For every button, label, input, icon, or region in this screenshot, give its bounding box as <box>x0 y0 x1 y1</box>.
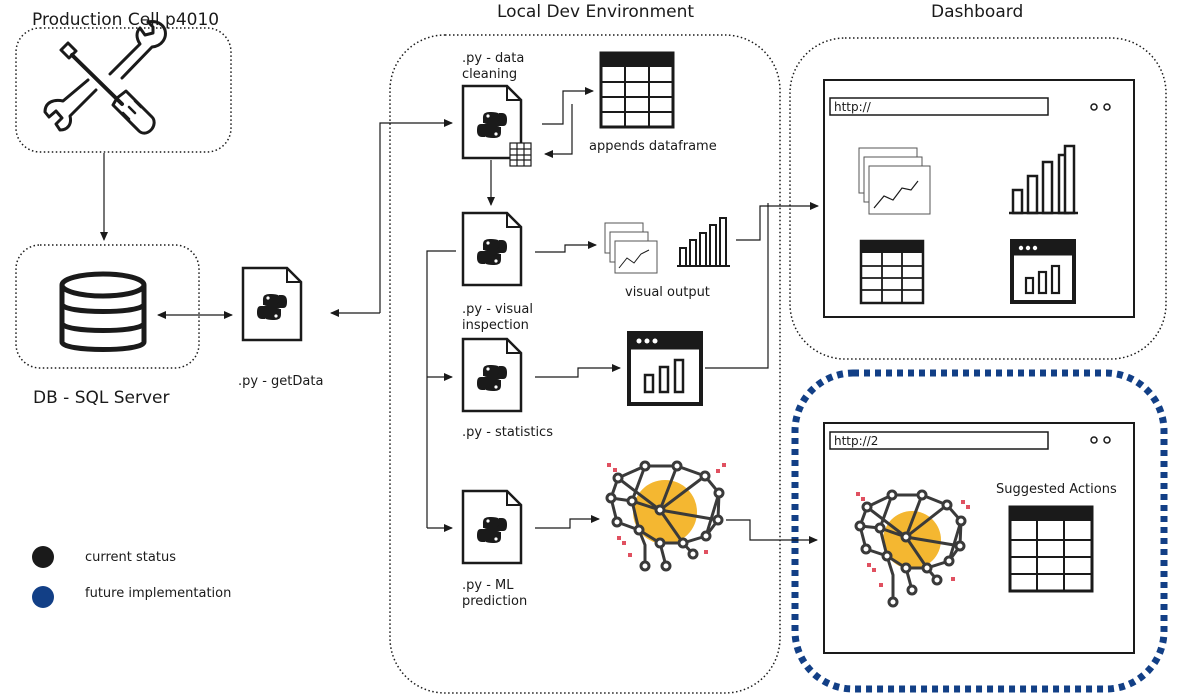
legend-future-label: future implementation <box>85 586 232 601</box>
future-dashboard-box <box>791 369 1168 693</box>
future-browser-window <box>823 422 1135 654</box>
statistics-window-icon <box>627 331 703 406</box>
visual-output-label: visual output <box>625 285 710 300</box>
dashboard-title: Dashboard <box>931 2 1024 22</box>
dashboard-box <box>789 37 1167 360</box>
dataframe-table-icon <box>599 51 675 129</box>
dashboard-chart-windows-icon <box>858 147 931 215</box>
mini-table-icon <box>509 142 532 167</box>
legend-future-dot <box>32 586 54 608</box>
ml-brain-icon <box>605 460 726 572</box>
visual-output-bars-icon <box>677 217 730 267</box>
statistics-label: .py - statistics <box>462 425 553 440</box>
legend-current-dot <box>32 546 54 568</box>
local-dev-box <box>389 34 781 694</box>
statistics-file-icon <box>463 339 521 411</box>
future-url: http://2 <box>834 434 879 448</box>
visual-inspection-label: .py - visual inspection <box>462 302 533 333</box>
visual-output-chart-icon <box>604 222 658 274</box>
connectors <box>100 87 819 544</box>
ml-prediction-file-icon <box>463 491 521 563</box>
visual-inspection-file-icon <box>463 213 521 285</box>
production-cell-box <box>15 27 232 153</box>
tools-icon <box>43 20 167 135</box>
legend-current-label: current status <box>85 550 176 565</box>
db-box <box>15 244 200 369</box>
get-data-file-icon <box>243 268 301 340</box>
production-cell-title: Production Cell p4010 <box>32 10 220 30</box>
ml-prediction-label: .py - ML prediction <box>462 578 528 609</box>
appends-dataframe-label: appends dataframe <box>589 139 717 154</box>
get-data-label: .py - getData <box>238 374 324 389</box>
database-icon <box>59 271 147 352</box>
dashboard-url: http:// <box>834 100 871 114</box>
dashboard-stats-window-icon <box>1010 239 1076 304</box>
dashboard-table-icon <box>859 239 925 305</box>
dashboard-bars-icon <box>1009 144 1078 215</box>
suggested-actions-label: Suggested Actions <box>996 482 1117 497</box>
local-dev-title: Local Dev Environment <box>497 2 695 22</box>
future-brain-icon <box>854 489 970 608</box>
data-cleaning-label: .py - data cleaning <box>462 51 525 82</box>
suggested-actions-table-icon <box>1008 505 1094 593</box>
db-label: DB - SQL Server <box>33 388 170 408</box>
